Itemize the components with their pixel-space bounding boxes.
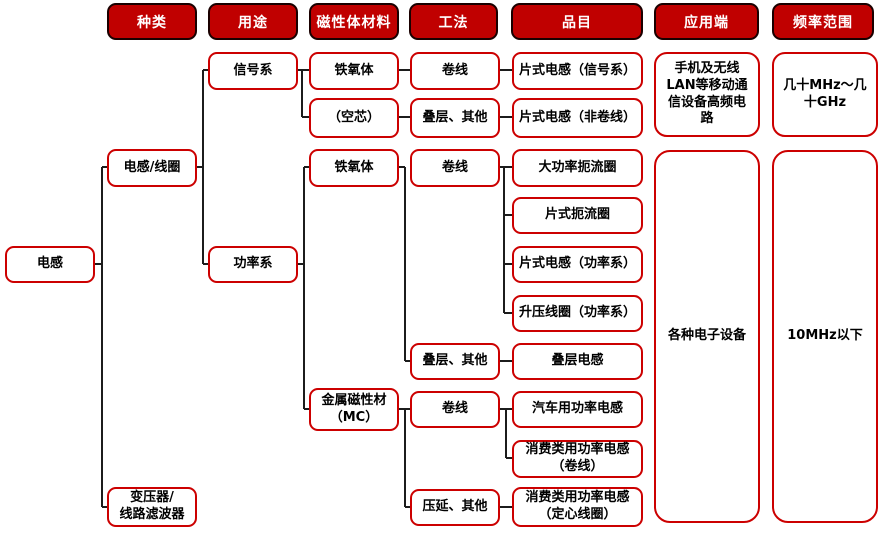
node-ferrite-signal: 铁氧体 [309,52,399,90]
header-material: 磁性体材料 [309,3,399,40]
node-multilayer-other-signal: 叠层、其他 [410,98,500,138]
node-chip-inductor-signal: 片式电感（信号系） [512,52,643,90]
node-winding-power: 卷线 [410,149,500,187]
node-rolling-other: 压延、其他 [410,489,500,526]
node-multilayer-inductor: 叠层电感 [512,343,643,380]
node-winding-signal: 卷线 [410,52,500,90]
node-ferrite-power: 铁氧体 [309,149,399,187]
header-process: 工法 [409,3,498,40]
node-inductor: 电感 [5,246,95,283]
node-signal-type: 信号系 [208,52,298,90]
node-multilayer-other-power: 叠层、其他 [410,343,500,380]
node-winding-mc: 卷线 [410,391,500,428]
header-type: 种类 [107,3,197,40]
node-consumer-power-core: 消费类用功率电感 （定心线圈） [512,487,643,527]
header-frequency: 频率范围 [772,3,874,40]
node-freq-high: 几十MHz～几 十GHz [772,52,878,137]
header-item: 品目 [511,3,643,40]
node-consumer-power-winding: 消费类用功率电感 （卷线） [512,440,643,478]
node-power-type: 功率系 [208,246,298,283]
node-air-core: （空芯） [309,98,399,138]
node-boost-coil-power: 升压线圈（功率系） [512,295,643,332]
node-automotive-power-inductor: 汽车用功率电感 [512,391,643,428]
node-app-various: 各种电子设备 [654,150,760,523]
header-use: 用途 [208,3,298,40]
node-metal-magnetic: 金属磁性材 （MC） [309,388,399,431]
node-high-power-choke: 大功率扼流圈 [512,149,643,187]
node-transformer-filter: 变压器/ 线路滤波器 [107,487,197,527]
header-application: 应用端 [654,3,759,40]
node-app-mobile: 手机及无线 LAN等移动通 信设备高频电 路 [654,52,760,137]
node-inductor-coil: 电感/线圈 [107,149,197,187]
node-chip-inductor-power: 片式电感（功率系） [512,246,643,283]
node-freq-low: 10MHz以下 [772,150,878,523]
node-chip-choke: 片式扼流圈 [512,197,643,234]
node-chip-inductor-nonwinding: 片式电感（非卷线） [512,98,643,138]
